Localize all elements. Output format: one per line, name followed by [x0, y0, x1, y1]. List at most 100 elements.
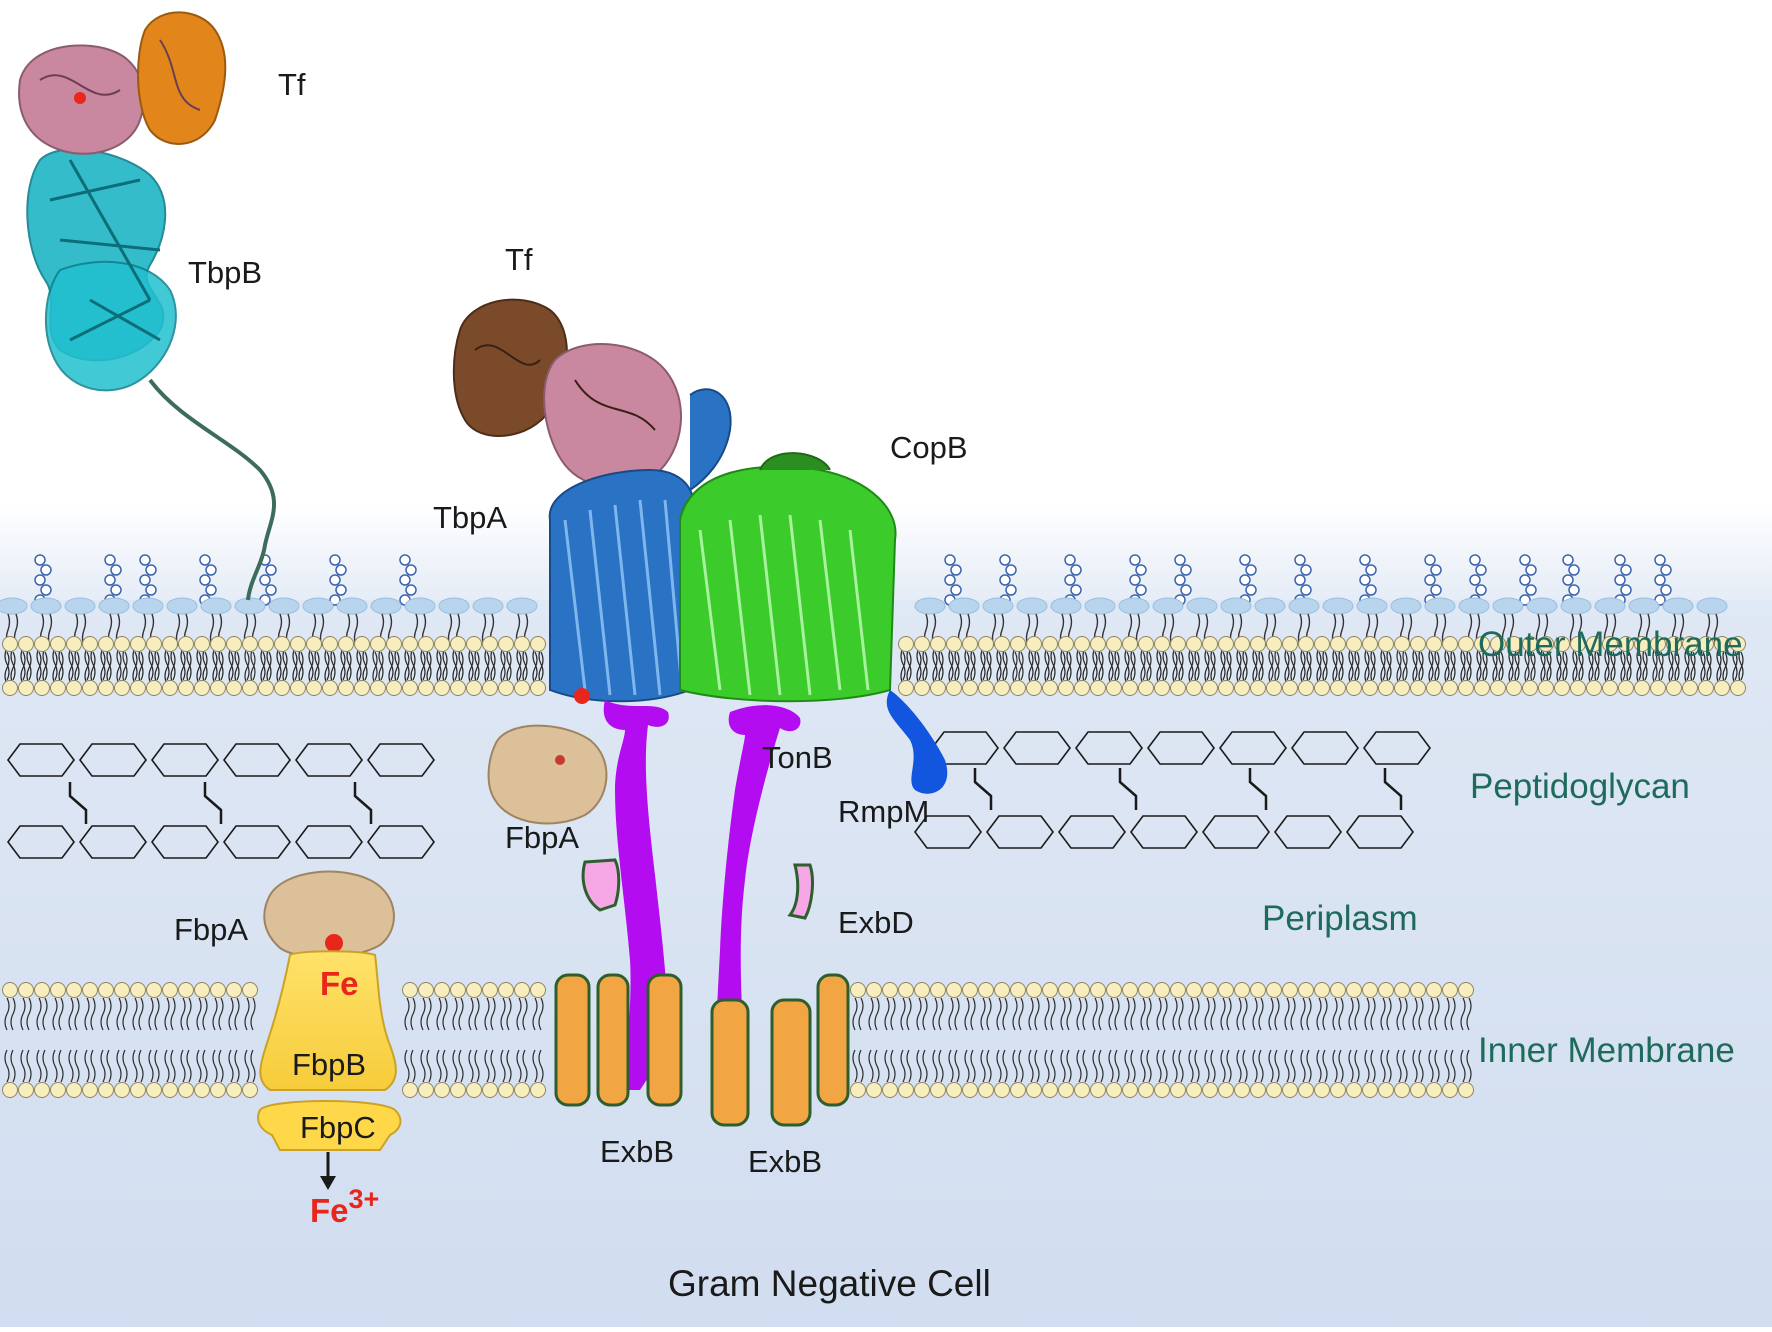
- exbb-complex: [554, 973, 850, 1127]
- lps-unit: [399, 554, 411, 566]
- lipid-head: [130, 1082, 146, 1098]
- label-fbpc: FbpC: [300, 1110, 376, 1145]
- lipid-tail: [1492, 647, 1504, 685]
- lps-unit: [265, 584, 277, 596]
- lipid-head: [226, 982, 242, 998]
- lps-unit: [1519, 594, 1531, 606]
- lipid-head: [898, 982, 914, 998]
- lipid-tail: [1348, 647, 1360, 685]
- lipid-tail: [1316, 647, 1328, 685]
- lipid-tail: [1364, 997, 1376, 1083]
- lipid-head: [1410, 1082, 1426, 1098]
- lipid-head: [2, 982, 18, 998]
- lipid-head: [322, 636, 338, 652]
- label-fbpa-upper: FbpA: [505, 820, 579, 855]
- outer-membrane-head: [1322, 597, 1354, 615]
- lipid-head: [18, 982, 34, 998]
- lipid-tail: [1124, 997, 1136, 1083]
- lipid-head: [18, 636, 34, 652]
- outer-membrane-head: [1356, 597, 1388, 615]
- lipid-head: [1330, 982, 1346, 998]
- lps-unit: [405, 584, 417, 596]
- lipid-tail: [1108, 997, 1120, 1083]
- tbpb-protein: [26, 148, 276, 601]
- peptidoglycan-glycan: [1130, 815, 1198, 849]
- lipid-head: [1682, 636, 1698, 652]
- outer-membrane-heads: [0, 597, 1728, 647]
- lipid-head: [338, 636, 354, 652]
- exbd-protein-left: [581, 858, 621, 912]
- lipid-head: [274, 680, 290, 696]
- peptidoglycan-glycan: [367, 743, 435, 777]
- lipid-head: [1314, 1082, 1330, 1098]
- lipid-tail: [1220, 647, 1232, 685]
- lipid-tail: [116, 647, 128, 685]
- lipid-head: [1250, 680, 1266, 696]
- lps-unit: [1294, 554, 1306, 566]
- lipid-tail: [1252, 997, 1264, 1083]
- lipid-head: [1554, 636, 1570, 652]
- lipid-tail: [1268, 647, 1280, 685]
- lps-unit: [1180, 584, 1192, 596]
- lipid-head: [1378, 982, 1394, 998]
- lipid-head: [1394, 1082, 1410, 1098]
- label-fe3-superscript: 3+: [349, 1184, 380, 1214]
- lipid-head: [162, 1082, 178, 1098]
- lipid-head: [1042, 680, 1058, 696]
- lipid-head: [1362, 636, 1378, 652]
- lps-unit: [1070, 584, 1082, 596]
- lipid-head: [1090, 636, 1106, 652]
- lipid-head: [386, 680, 402, 696]
- lipid-tail: [116, 997, 128, 1083]
- lipid-tail: [1028, 997, 1040, 1083]
- lipid-head: [242, 982, 258, 998]
- lipid-head: [1058, 1082, 1074, 1098]
- lipid-head: [114, 636, 130, 652]
- lps-unit: [1660, 564, 1672, 576]
- outer-membrane-head: [166, 597, 198, 615]
- label-tbpa: TbpA: [433, 500, 507, 535]
- peptidoglycan-glycan: [223, 825, 291, 859]
- lipid-tail: [340, 647, 352, 685]
- lipid-head: [258, 680, 274, 696]
- outer-membrane-head: [132, 597, 164, 615]
- lipid-head: [1282, 982, 1298, 998]
- lipid-head: [978, 680, 994, 696]
- exbd-protein-right: [787, 863, 814, 920]
- lipid-head: [1538, 680, 1554, 696]
- lipid-head: [98, 982, 114, 998]
- lipid-head: [930, 680, 946, 696]
- lipid-tail: [1460, 647, 1472, 685]
- tf-free-protein: [18, 11, 227, 155]
- lipid-head: [1714, 680, 1730, 696]
- lipid-tail: [1076, 997, 1088, 1083]
- lipid-head: [994, 1082, 1010, 1098]
- lipid-head: [146, 982, 162, 998]
- lipid-tail: [1012, 997, 1024, 1083]
- lipid-head: [1106, 982, 1122, 998]
- lipid-tail: [420, 997, 432, 1083]
- lipid-tail: [484, 647, 496, 685]
- peptidoglycan-glycan: [1219, 731, 1287, 765]
- lipid-tail: [1076, 647, 1088, 685]
- lipid-head: [1650, 636, 1666, 652]
- lipid-tail: [1476, 647, 1488, 685]
- lipid-head: [1026, 636, 1042, 652]
- lipid-tail: [404, 997, 416, 1083]
- lipid-tail: [1300, 997, 1312, 1083]
- lipid-head: [1474, 636, 1490, 652]
- peptidoglycan-glycan: [7, 743, 75, 777]
- lipid-tail: [948, 997, 960, 1083]
- lipid-head: [1026, 1082, 1042, 1098]
- lipid-head: [226, 636, 242, 652]
- lipid-head: [162, 680, 178, 696]
- peptide-crosslink: [1118, 768, 1138, 810]
- lipid-head: [1042, 1082, 1058, 1098]
- lipid-head: [1138, 982, 1154, 998]
- lipid-head: [930, 982, 946, 998]
- lipid-tail: [1172, 997, 1184, 1083]
- lipid-head: [34, 636, 50, 652]
- iron-atom: [325, 934, 343, 952]
- lipid-head: [1138, 680, 1154, 696]
